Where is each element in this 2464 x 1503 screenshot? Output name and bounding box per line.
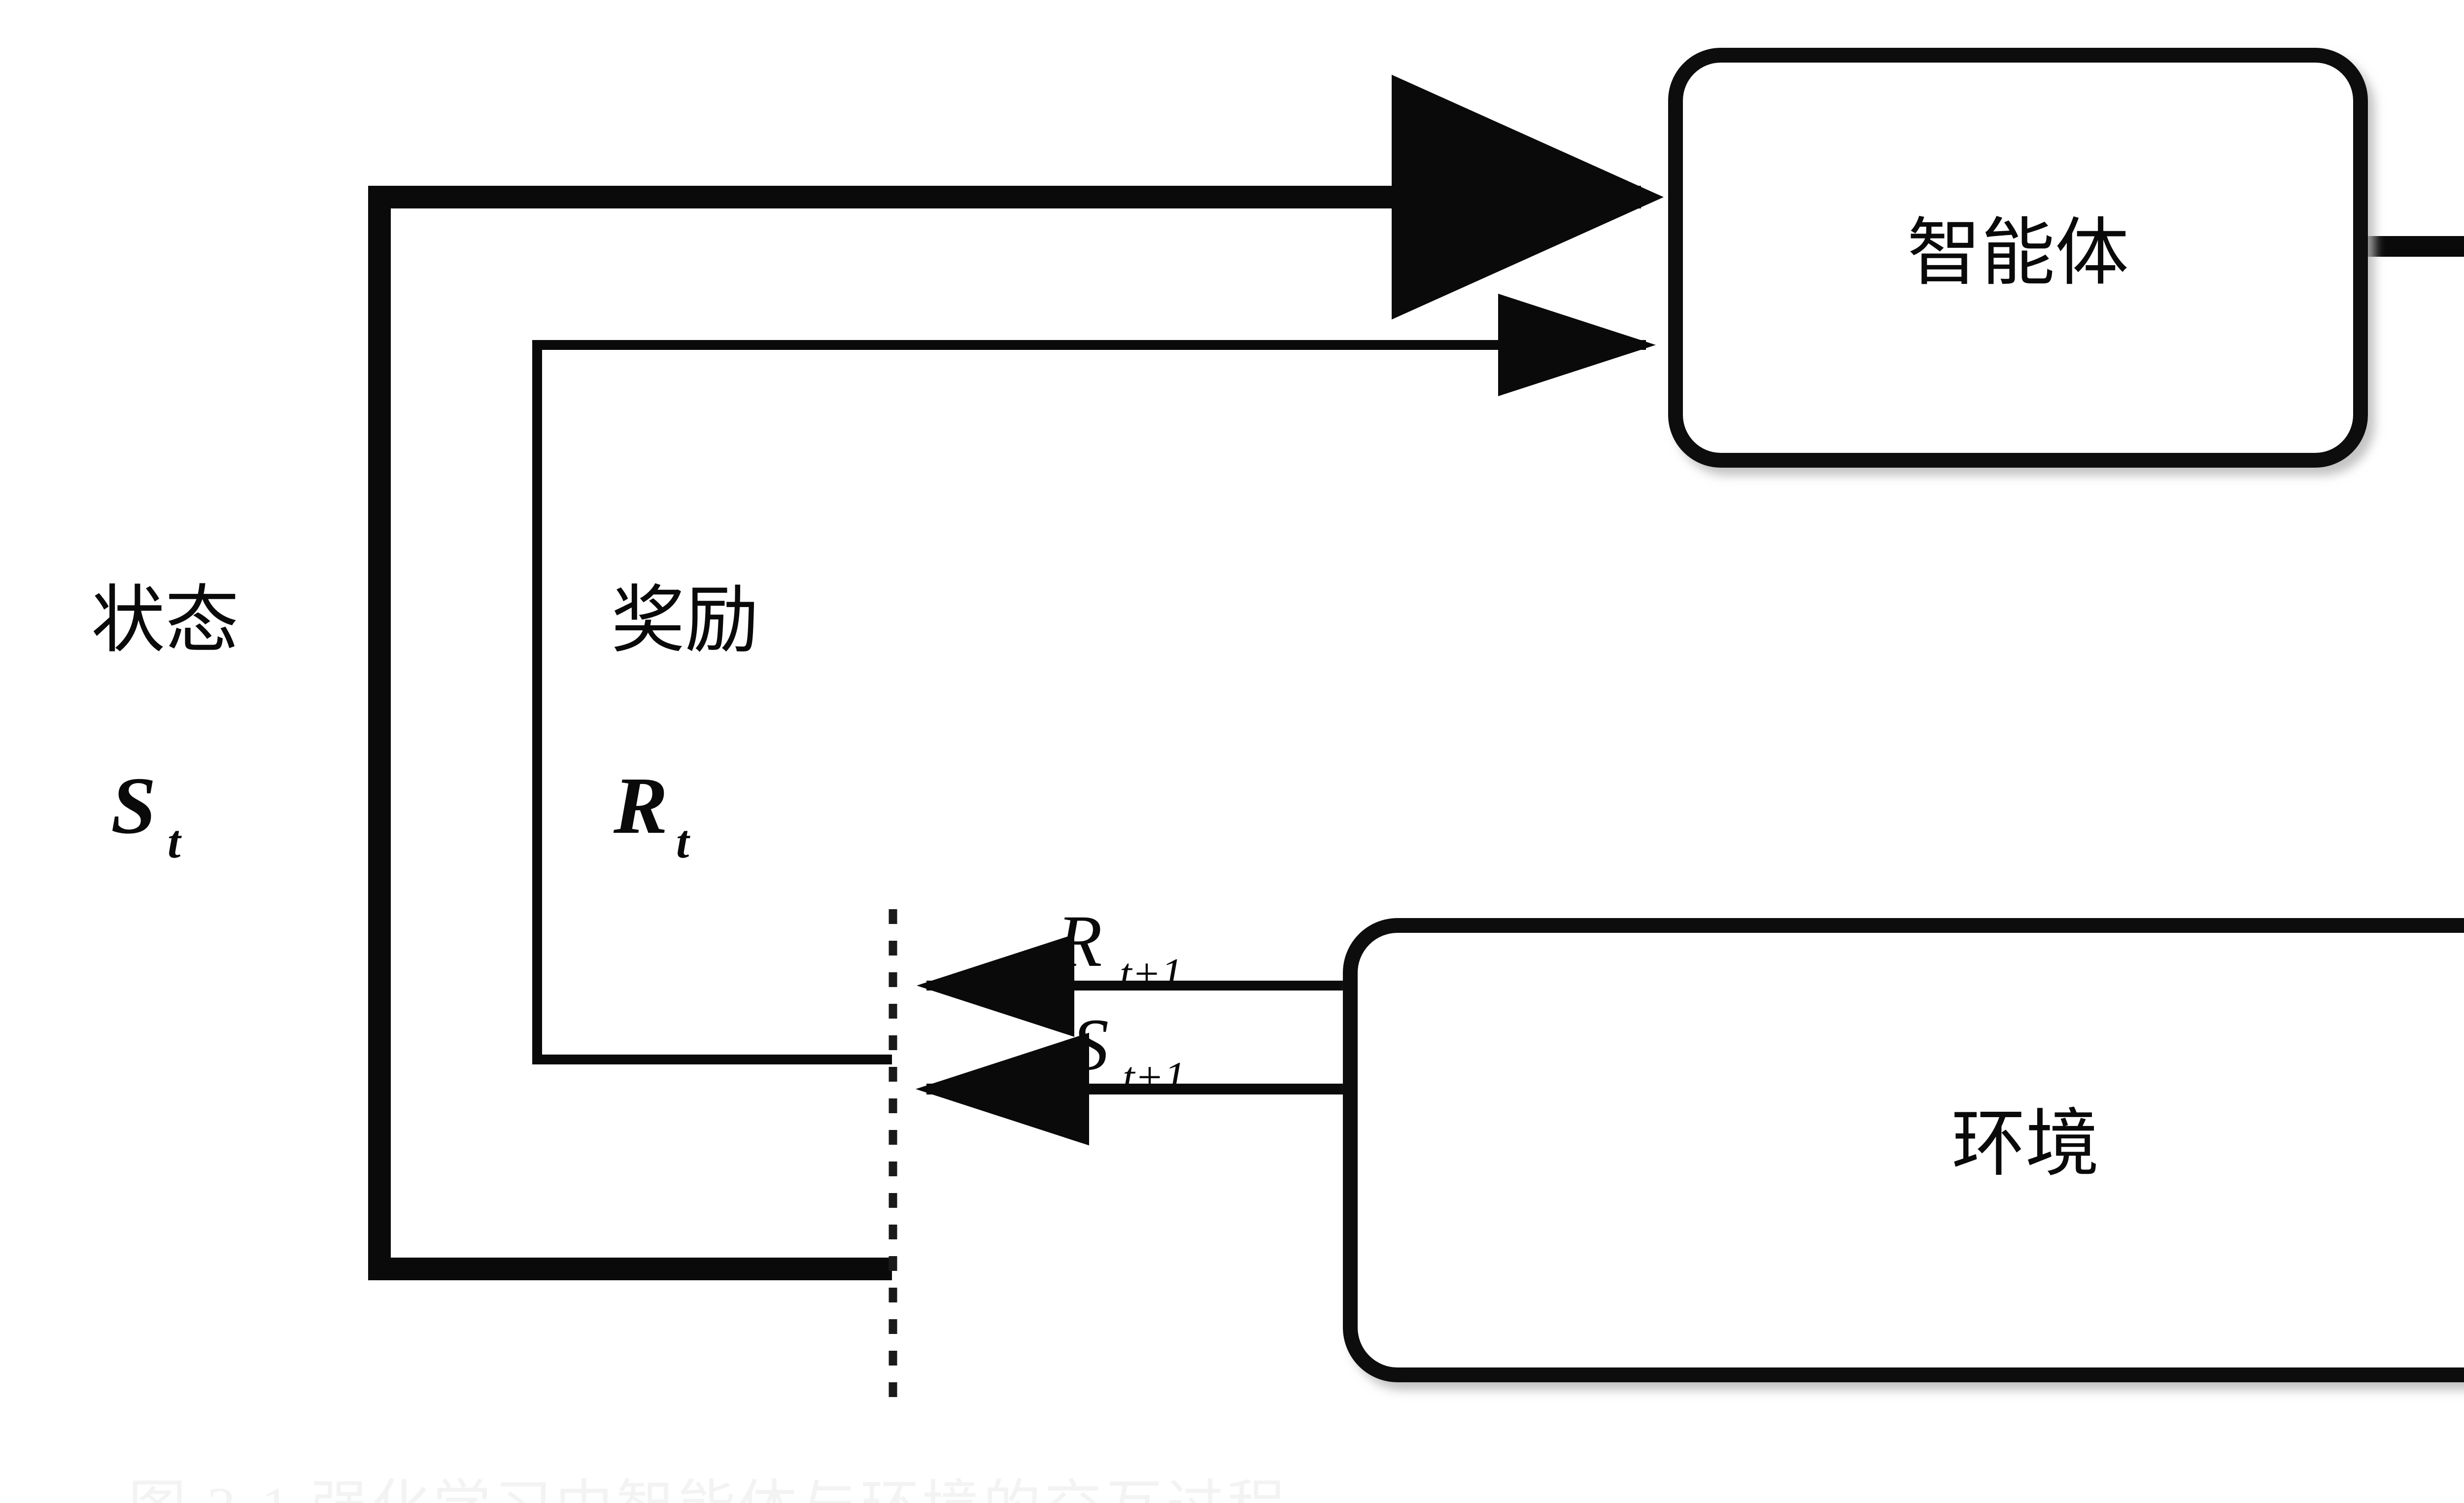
edge-state-path	[368, 74, 1664, 1280]
reward-label-symbol: R	[613, 760, 668, 851]
state-label-symbol: S	[111, 760, 156, 851]
state-label-group: 状态 S t	[91, 580, 239, 868]
reward-label-cn: 奖励	[611, 580, 759, 662]
agent-node-box[interactable]	[1668, 48, 2368, 468]
reward-label-subscript: t	[676, 816, 690, 868]
state-label-cn: 状态	[91, 580, 239, 662]
edge-reward-path	[532, 294, 1656, 1064]
environment-node-box[interactable]	[1343, 918, 2464, 1382]
reward-next-label-symbol: R	[1057, 900, 1102, 982]
state-next-label-subscript: t+1	[1123, 1054, 1186, 1101]
state-label-subscript: t	[168, 816, 182, 868]
environment-node-label: 环境	[1951, 1103, 2099, 1185]
agent-node[interactable]: 智能体	[1668, 48, 2368, 468]
reward-next-label-group: R t+1	[1057, 900, 1183, 998]
reward-next-label-subscript: t+1	[1120, 950, 1183, 998]
state-next-label-symbol: S	[1072, 1004, 1109, 1086]
reward-label-group: 奖励 R t	[611, 580, 759, 868]
agent-node-label: 智能体	[1907, 212, 2129, 294]
figure-caption: 图 3-1 强化学习中智能体与环境的交互过程	[128, 1460, 1288, 1503]
environment-node[interactable]: 环境	[1343, 918, 2464, 1382]
state-next-label-group: S t+1	[1072, 1004, 1186, 1101]
